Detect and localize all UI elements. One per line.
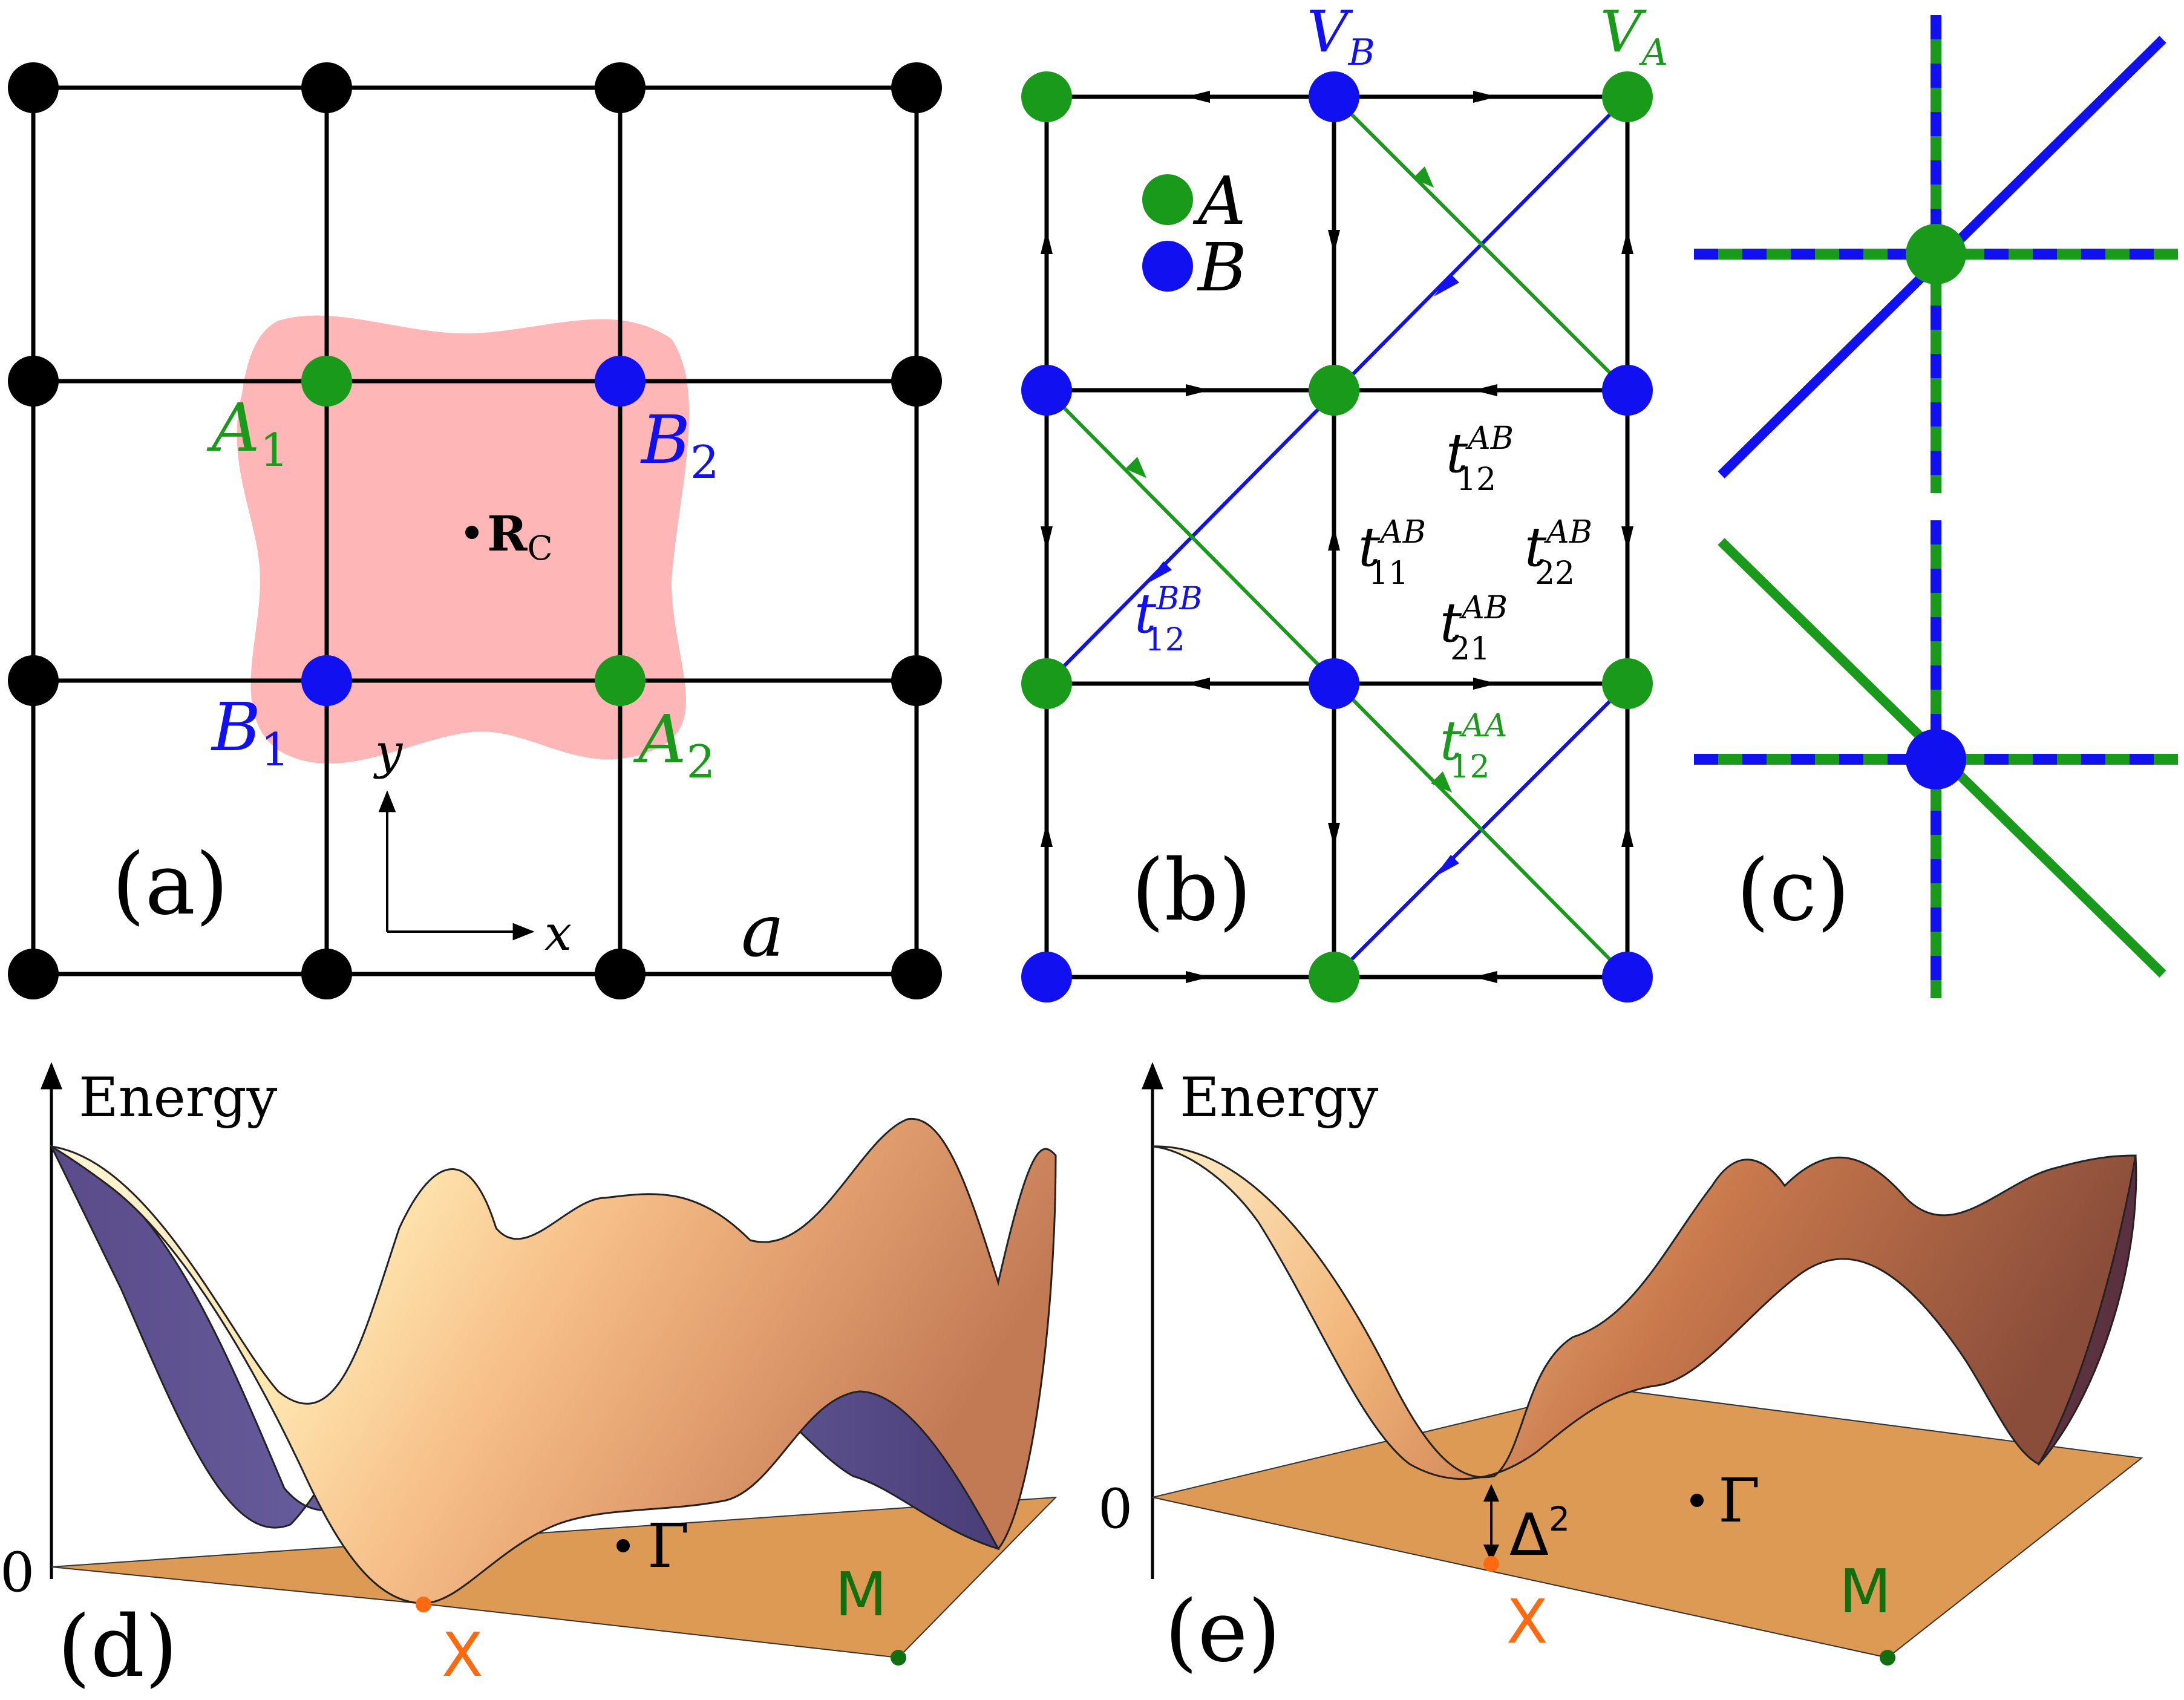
gamma-label-e: Γ: [1718, 1465, 1760, 1536]
gap-label: Δ2: [1509, 1500, 1570, 1569]
band-surface-front-e: [1152, 1145, 2137, 1480]
label-va: VA: [1600, 0, 1668, 74]
site-a1: [301, 356, 352, 407]
label-rc: RC: [487, 505, 553, 567]
panel-a: A1 B2 B1 A2 RC y x a (a): [8, 62, 942, 999]
legend-b: B: [1197, 229, 1247, 306]
panel-e-label: (e): [1165, 1583, 1281, 1681]
gamma-dot-e: [1690, 1494, 1704, 1507]
energy-axis-label-e: Energy: [1180, 1066, 1379, 1130]
panel-a-label: (a): [112, 835, 229, 934]
xy-axes: [378, 790, 535, 941]
m-point-e: [1880, 1650, 1895, 1666]
legend: A B: [1142, 162, 1247, 306]
checkerboard-sites: [1021, 71, 1653, 1002]
axis-x-label: x: [544, 905, 572, 961]
band-surface-front-d: [51, 1117, 1057, 1604]
axis-y-label: y: [373, 724, 404, 780]
diagonal-arrows: [1125, 166, 1459, 877]
center-dot: [465, 526, 479, 539]
vertex-b-icon: [1906, 729, 1966, 790]
bz-plane-e: [1152, 1387, 2143, 1659]
panel-c: (c): [1694, 15, 2178, 998]
gamma-label-d: Γ: [647, 1511, 689, 1581]
zero-label-e: 0: [1098, 1477, 1133, 1541]
energy-axis-label-d: Energy: [79, 1066, 278, 1130]
label-a1: A1: [206, 389, 289, 477]
x-point-e: [1483, 1556, 1499, 1572]
m-label-e: M: [1839, 1556, 1891, 1627]
m-label-d: M: [835, 1559, 887, 1630]
label-a2: A2: [633, 701, 715, 788]
gap-arrow: [1483, 1484, 1500, 1562]
panel-b-label: (b): [1131, 842, 1252, 940]
square-lattice-bonds: [31, 85, 919, 976]
label-b2: B2: [640, 401, 719, 489]
lattice-sites: [8, 62, 942, 999]
wannier-orbital-blob: [237, 315, 690, 764]
panel-e: Energy 0 Δ2 Γ X M (e): [1098, 1062, 2143, 1681]
zero-label-d: 0: [0, 1541, 34, 1604]
blue-dot-icon: [1142, 241, 1193, 292]
legend-a: A: [1192, 162, 1246, 240]
m-point-d: [891, 1650, 906, 1666]
site-a2: [595, 655, 646, 706]
gamma-dot-d: [616, 1539, 630, 1552]
label-b1: B1: [211, 688, 290, 776]
lattice-constant-label: a: [741, 889, 785, 973]
label-vb: VB: [1307, 0, 1375, 74]
x-point-d: [416, 1597, 431, 1612]
bond-arrows: [1041, 91, 1633, 983]
panel-d-label: (d): [57, 1598, 178, 1696]
green-dot-icon: [1142, 174, 1193, 225]
x-label-e: X: [1506, 1586, 1548, 1657]
site-b1: [301, 655, 352, 706]
panel-d: Energy 0 Γ X M (d): [0, 1062, 1058, 1696]
x-label-d: X: [442, 1620, 483, 1690]
site-b2: [595, 356, 646, 407]
panel-c-label: (c): [1736, 842, 1850, 940]
vertex-a-icon: [1906, 224, 1966, 284]
